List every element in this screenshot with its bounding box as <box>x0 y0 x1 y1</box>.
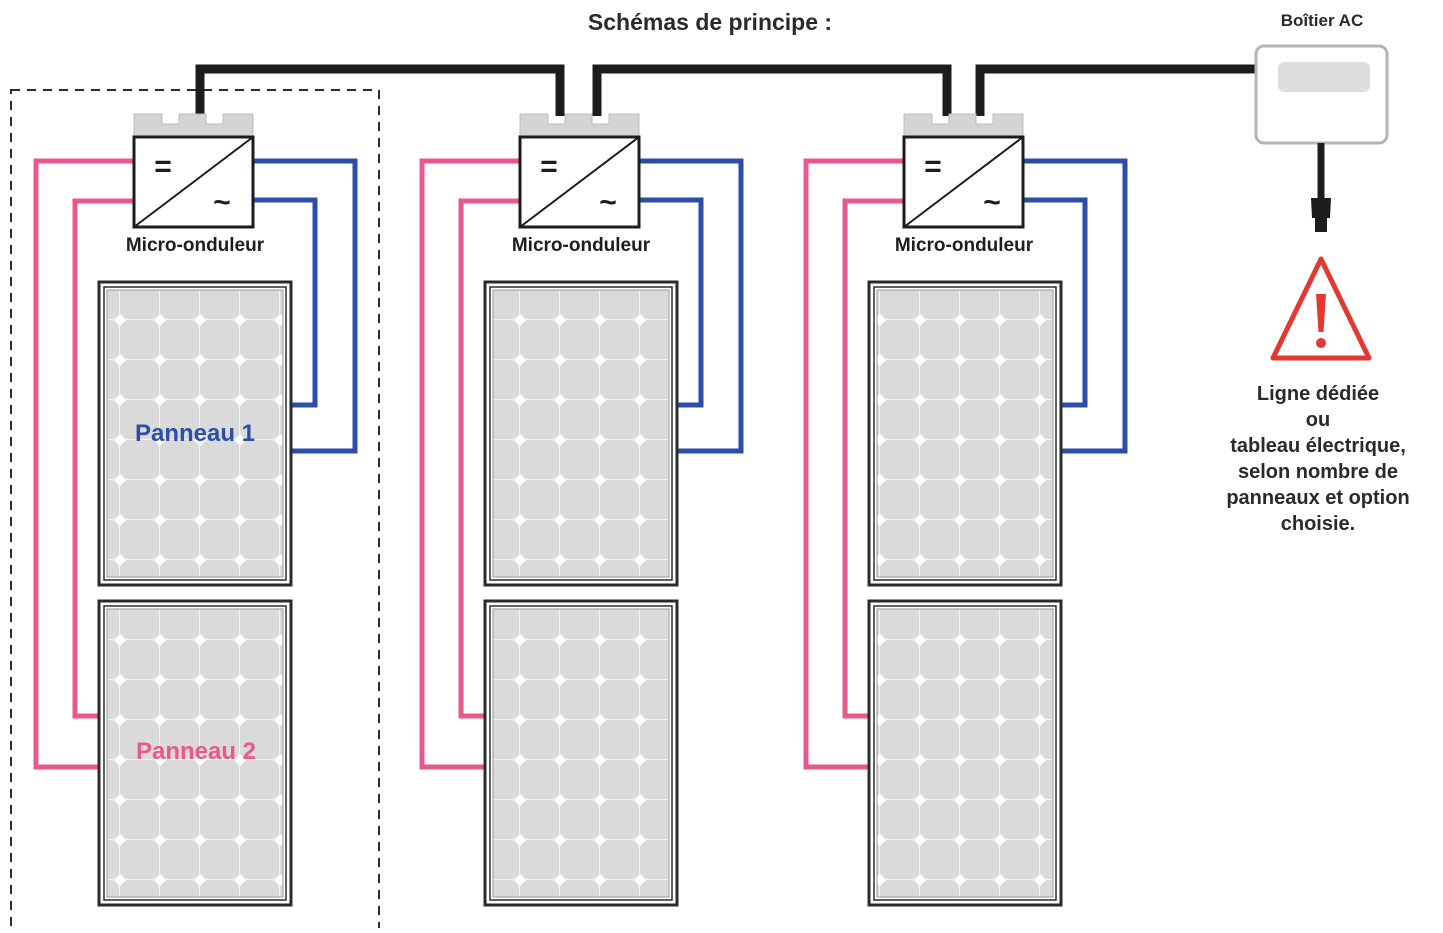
inverter-connector <box>133 113 254 138</box>
note-line: selon nombre de <box>1237 461 1399 483</box>
ac-cable-3 <box>975 64 1258 116</box>
diagram-title: Schémas de principe : <box>588 9 832 35</box>
inverter-label: Micro-onduleur <box>126 235 265 256</box>
solar-panel <box>483 280 679 587</box>
blue-wire-outer <box>1023 158 1128 454</box>
inverter-label: Micro-onduleur <box>895 235 1034 256</box>
solar-panel <box>483 599 679 907</box>
dc-symbol: = <box>540 150 558 183</box>
panel-inner-frame <box>489 605 673 901</box>
warning-bar <box>1316 294 1326 332</box>
note-line: panneaux et option <box>1226 487 1410 509</box>
note-line: Ligne dédiée <box>1256 383 1380 405</box>
plug-tip <box>1315 218 1327 232</box>
blue-wire-inner <box>253 197 318 408</box>
solar-panel <box>97 599 293 907</box>
ac-symbol: ~ <box>213 186 231 219</box>
dc-ac-inverter-icon: =~ <box>518 113 641 229</box>
ac-box-label: Boîtier AC <box>1281 11 1364 30</box>
inverter-diagonal <box>903 136 1024 228</box>
inverter-label: Micro-onduleur <box>512 235 651 256</box>
pink-wire-outer <box>419 158 520 770</box>
pink-wire-inner <box>842 198 904 719</box>
plug-icon <box>1311 143 1331 232</box>
ac-box-window <box>1278 62 1370 92</box>
panel-inner-frame <box>873 605 1057 901</box>
panel-inner-frame <box>103 286 287 581</box>
pink-wire-outer <box>33 158 134 770</box>
note-line: choisie. <box>1280 513 1356 535</box>
ac-cable-1 <box>195 64 565 116</box>
panel-cells <box>492 289 670 578</box>
dc-symbol: = <box>154 150 172 183</box>
panel-inner-frame <box>103 605 287 901</box>
note-line: tableau électrique, <box>1230 435 1406 457</box>
blue-wire-inner <box>639 197 704 408</box>
plug-body <box>1311 198 1331 218</box>
dc-ac-inverter-icon: =~ <box>132 113 255 229</box>
panel-cells <box>876 608 1054 898</box>
blue-wire-outer <box>639 158 744 454</box>
inverter-connector <box>903 113 1024 138</box>
ac-cable-2 <box>592 64 952 116</box>
panel-2-label: Panneau 2 <box>136 738 256 765</box>
panel-cells <box>492 608 670 898</box>
blue-wire-inner <box>1023 197 1088 408</box>
inverter-connector <box>519 113 640 138</box>
ac-symbol: ~ <box>983 186 1001 219</box>
inverter-diagonal <box>519 136 640 228</box>
panel-cells <box>876 289 1054 578</box>
group-outline <box>10 89 380 933</box>
solar-panel <box>867 599 1063 907</box>
pink-wire-inner <box>458 198 520 719</box>
pink-wire-outer <box>803 158 904 770</box>
panel-cells <box>106 289 284 578</box>
pink-wire-inner <box>72 198 134 719</box>
dc-symbol: = <box>924 150 942 183</box>
installation-note: Ligne dédiée ou tableau électrique, selo… <box>1196 381 1440 537</box>
warning-triangle-icon <box>1270 256 1372 361</box>
solar-panel <box>97 280 293 587</box>
ac-junction-box-icon <box>1254 44 1389 145</box>
panel-1-label: Panneau 1 <box>135 420 255 447</box>
panel-inner-frame <box>873 286 1057 581</box>
solar-panel <box>867 280 1063 587</box>
blue-wire-outer <box>253 158 358 454</box>
note-line: ou <box>1305 409 1331 431</box>
ac-box-body <box>1254 44 1389 145</box>
warning-dot <box>1316 338 1326 348</box>
panel-inner-frame <box>489 286 673 581</box>
ac-symbol: ~ <box>599 186 617 219</box>
inverter-diagonal <box>133 136 254 228</box>
dc-ac-inverter-icon: =~ <box>902 113 1025 229</box>
panel-cells <box>106 608 284 898</box>
